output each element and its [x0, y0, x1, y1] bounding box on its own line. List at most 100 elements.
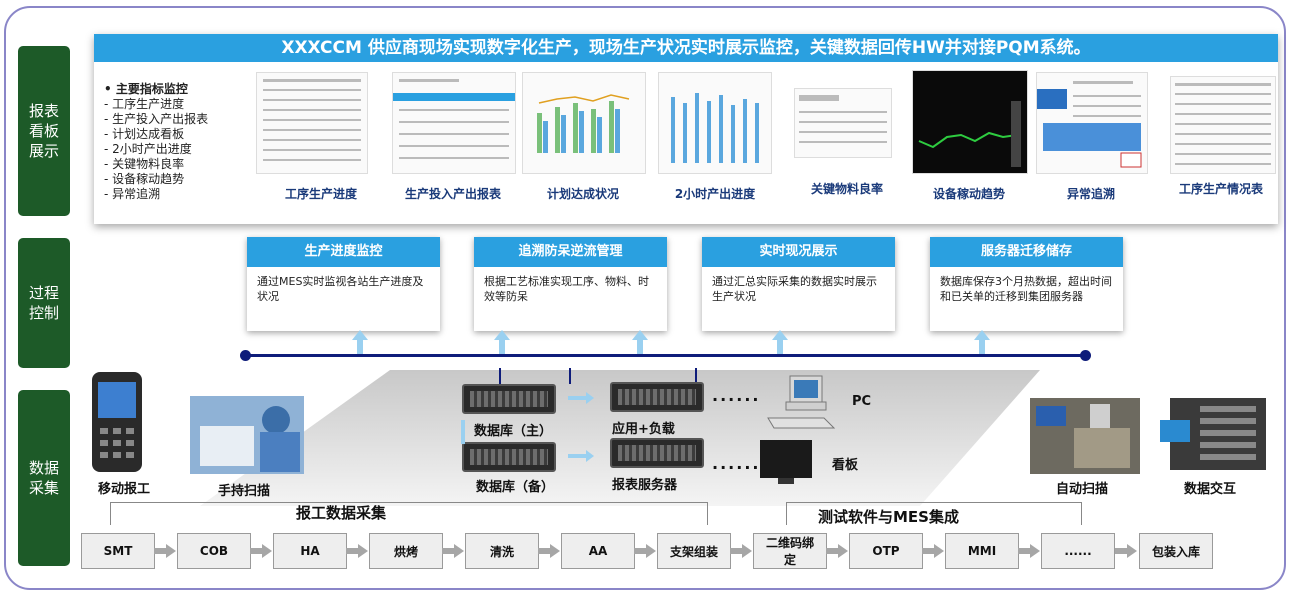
side-label-report: 报表 看板 展示 [18, 46, 70, 216]
process-box-migration: 服务器迁移储存 数据库保存3个月热数据，超出时间和已关单的迁移到集团服务器 [930, 237, 1123, 331]
step-box: MMI [945, 533, 1019, 569]
flow-arrow-icon [826, 544, 848, 558]
kpi-list: • 主要指标监控 - 工序生产进度 - 生产投入产出报表 - 计划达成看板 - … [104, 82, 208, 202]
bus-endpoint [240, 350, 251, 361]
app-label: 应用+负载 [612, 422, 675, 437]
flow-arrow-icon [1115, 544, 1137, 558]
step-box: 包装入库 [1139, 533, 1213, 569]
process-body: 根据工艺标准实现工序、物料、时效等防呆 [484, 275, 649, 303]
handheld-label: 手持扫描 [218, 484, 271, 499]
process-title: 追溯防呆逆流管理 [474, 237, 667, 267]
flow-arrow-icon [154, 544, 176, 558]
thumb-label: 生产投入产出报表 [404, 187, 501, 201]
thumb-label: 关键物料良率 [810, 182, 883, 196]
group-bracket-left [110, 502, 708, 525]
thumb-process-progress [256, 72, 368, 174]
thumb-exception-trace [1036, 72, 1148, 174]
step-box: ...... [1041, 533, 1115, 569]
mobile-label: 移动报工 [98, 482, 151, 497]
kpi-item: - 关键物料良率 [104, 157, 185, 171]
process-title: 生产进度监控 [247, 237, 440, 267]
board-icon [760, 440, 812, 484]
db-main-label: 数据库（主） [474, 424, 553, 439]
step-box: 支架组装 [657, 533, 731, 569]
data-exchange-label: 数据交互 [1184, 482, 1237, 497]
thumb-label: 异常追溯 [1066, 187, 1115, 201]
kpi-item: - 设备稼动趋势 [104, 172, 185, 186]
group-bracket-right [786, 502, 1082, 525]
db-main-server [462, 384, 556, 414]
ellipsis: ...... [712, 454, 761, 473]
thumb-plan-achievement [522, 72, 646, 174]
kpi-item: - 异常追溯 [104, 187, 161, 201]
thumb-2h-output [658, 72, 772, 174]
bus-endpoint [1080, 350, 1091, 361]
flow-arrow-icon [250, 544, 272, 558]
thumb-equipment-trend [912, 70, 1028, 174]
thumb-label: 工序生产进度 [284, 187, 357, 201]
kpi-item: - 2小时产出进度 [104, 142, 192, 156]
thumb-label: 设备稼动趋势 [932, 187, 1005, 201]
thumb-material-yield [794, 88, 892, 158]
up-arrow-icon [632, 330, 648, 354]
up-arrow-icon [974, 330, 990, 354]
side-label-collect: 数据 采集 [18, 390, 70, 566]
db-backup-label: 数据库（备） [476, 480, 555, 495]
report-server [610, 438, 704, 468]
pc-label: PC [852, 394, 872, 409]
report-server-label: 报表服务器 [612, 478, 678, 493]
kpi-item: - 生产投入产出报表 [104, 112, 209, 126]
process-body: 通过MES实时监视各站生产进度及状况 [257, 275, 424, 303]
process-box-progress: 生产进度监控 通过MES实时监视各站生产进度及状况 [247, 237, 440, 331]
pc-icon [767, 375, 836, 429]
kpi-heading: • 主要指标监控 [104, 82, 188, 96]
flow-arrow-icon [346, 544, 368, 558]
step-box: SMT [81, 533, 155, 569]
thumb-process-table [1170, 76, 1276, 174]
outer-frame [4, 6, 1286, 590]
arrow-right-icon [568, 392, 594, 404]
auto-scan-image [1030, 398, 1140, 474]
auto-scan-label: 自动扫描 [1056, 482, 1109, 497]
side-label-process: 过程 控制 [18, 238, 70, 368]
handheld-scan-image [190, 396, 304, 474]
flow-arrow-icon [1018, 544, 1040, 558]
up-arrow-icon [494, 330, 510, 354]
step-box: 烘烤 [369, 533, 443, 569]
up-arrow-icon [352, 330, 368, 354]
board-label: 看板 [832, 458, 859, 473]
page-title: XXXCCM 供应商现场实现数字化生产，现场生产状况实时展示监控，关键数据回传H… [94, 34, 1278, 62]
mobile-terminal-icon [92, 372, 142, 472]
ellipsis: ...... [712, 386, 761, 405]
app-server [610, 382, 704, 412]
thumb-label: 2小时产出进度 [674, 187, 756, 201]
process-box-trace: 追溯防呆逆流管理 根据工艺标准实现工序、物料、时效等防呆 [474, 237, 667, 331]
process-box-realtime: 实时现况展示 通过汇总实际采集的数据实时展示生产状况 [702, 237, 895, 331]
step-box: HA [273, 533, 347, 569]
process-title: 服务器迁移储存 [930, 237, 1123, 267]
thumb-label: 计划达成状况 [546, 187, 619, 201]
up-arrow-icon [772, 330, 788, 354]
step-box: COB [177, 533, 251, 569]
kpi-item: - 工序生产进度 [104, 97, 185, 111]
arrow-right-icon [568, 450, 594, 462]
step-box: 清洗 [465, 533, 539, 569]
flow-arrow-icon [730, 544, 752, 558]
flow-arrow-icon [442, 544, 464, 558]
process-title: 实时现况展示 [702, 237, 895, 267]
flow-arrow-icon [634, 544, 656, 558]
process-body: 数据库保存3个月热数据，超出时间和已关单的迁移到集团服务器 [940, 275, 1112, 303]
thumb-label: 工序生产情况表 [1178, 182, 1263, 196]
step-box: AA [561, 533, 635, 569]
step-box: 二维码绑定 [753, 533, 827, 569]
group-label-left: 报工数据采集 [296, 504, 387, 522]
thumb-io-report [392, 72, 516, 174]
kpi-item: - 计划达成看板 [104, 127, 185, 141]
sync-arrow-icon [461, 420, 465, 444]
db-backup-server [462, 442, 556, 472]
flow-arrow-icon [538, 544, 560, 558]
group-label-right: 测试软件与MES集成 [818, 508, 959, 526]
data-exchange-image [1160, 398, 1266, 470]
process-body: 通过汇总实际采集的数据实时展示生产状况 [712, 275, 877, 303]
flow-arrow-icon [922, 544, 944, 558]
